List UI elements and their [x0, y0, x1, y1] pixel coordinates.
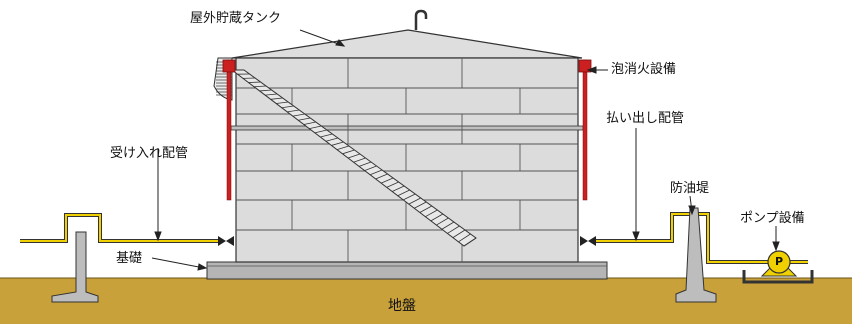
stair-rung — [336, 145, 350, 151]
stair-rung — [270, 97, 283, 100]
stairway — [230, 69, 477, 247]
outlet-pipe-label: 払い出し配管 — [606, 111, 685, 126]
stair-rung — [419, 205, 432, 213]
foam-system-left — [222, 59, 236, 201]
stair-rung — [397, 189, 410, 197]
stair-rung — [408, 197, 421, 205]
stair-rung — [314, 129, 327, 134]
stair-rung — [292, 113, 305, 117]
outlet-valve — [580, 236, 596, 246]
stair-rung — [342, 149, 355, 155]
stair-rung — [447, 225, 460, 234]
stair-rung — [331, 141, 344, 146]
stair-rung — [303, 121, 316, 125]
stair-rung — [276, 101, 289, 104]
stair-rung — [380, 177, 394, 184]
stair-rung — [287, 109, 300, 113]
stair-rung — [364, 165, 377, 171]
stair-rung — [441, 221, 455, 230]
ground — [0, 278, 852, 324]
stair-rung — [392, 185, 405, 192]
pump — [767, 250, 791, 274]
dike-label: 防油堤 — [670, 181, 710, 196]
pump-label: ポンプ設備 — [740, 211, 805, 226]
stair-rung — [325, 137, 339, 142]
stair-rung — [375, 173, 388, 180]
stair-rung — [414, 201, 427, 209]
wind-girder — [230, 125, 584, 131]
stair-rung — [436, 217, 449, 226]
stair-rung — [298, 117, 311, 121]
inlet-pipe-support — [51, 231, 99, 303]
tank-shell — [235, 57, 579, 263]
stair-rung — [265, 93, 278, 96]
foam-system-label: 泡消火設備 — [611, 62, 677, 77]
stair-rung — [320, 133, 333, 138]
tank-label: 屋外貯蔵タンク — [190, 11, 282, 26]
tank-roof — [231, 29, 583, 59]
inlet-valve — [218, 236, 234, 246]
stair-rung — [254, 85, 267, 88]
stair-rung — [248, 81, 261, 83]
pump-symbol: P — [775, 255, 784, 268]
stair-rung — [452, 229, 466, 238]
foam-system-right — [578, 59, 592, 201]
stair-rung — [347, 153, 361, 159]
stair-rung — [463, 237, 477, 247]
stair-rung — [458, 233, 471, 243]
leader-lines — [151, 29, 780, 271]
pump-base — [742, 270, 814, 284]
roof-vent — [414, 9, 428, 30]
stair-rung — [281, 105, 294, 109]
inlet-pipe — [20, 213, 218, 243]
stair-rung — [425, 209, 438, 218]
foundation-label: 基礎 — [116, 251, 143, 266]
stair-rung — [259, 89, 272, 92]
shell-joints — [291, 58, 521, 262]
ground-label: 地盤 — [388, 298, 416, 314]
oil-dike — [675, 207, 717, 303]
stair-rung — [386, 181, 399, 188]
foundation — [206, 261, 608, 280]
stair-rung — [353, 157, 366, 163]
stair-rung — [430, 213, 444, 222]
stair-rung — [358, 161, 372, 167]
stair-rung — [309, 125, 322, 130]
stair-rung — [403, 193, 416, 201]
inlet-pipe-label: 受け入れ配管 — [110, 146, 189, 161]
stair-rung — [369, 169, 383, 176]
